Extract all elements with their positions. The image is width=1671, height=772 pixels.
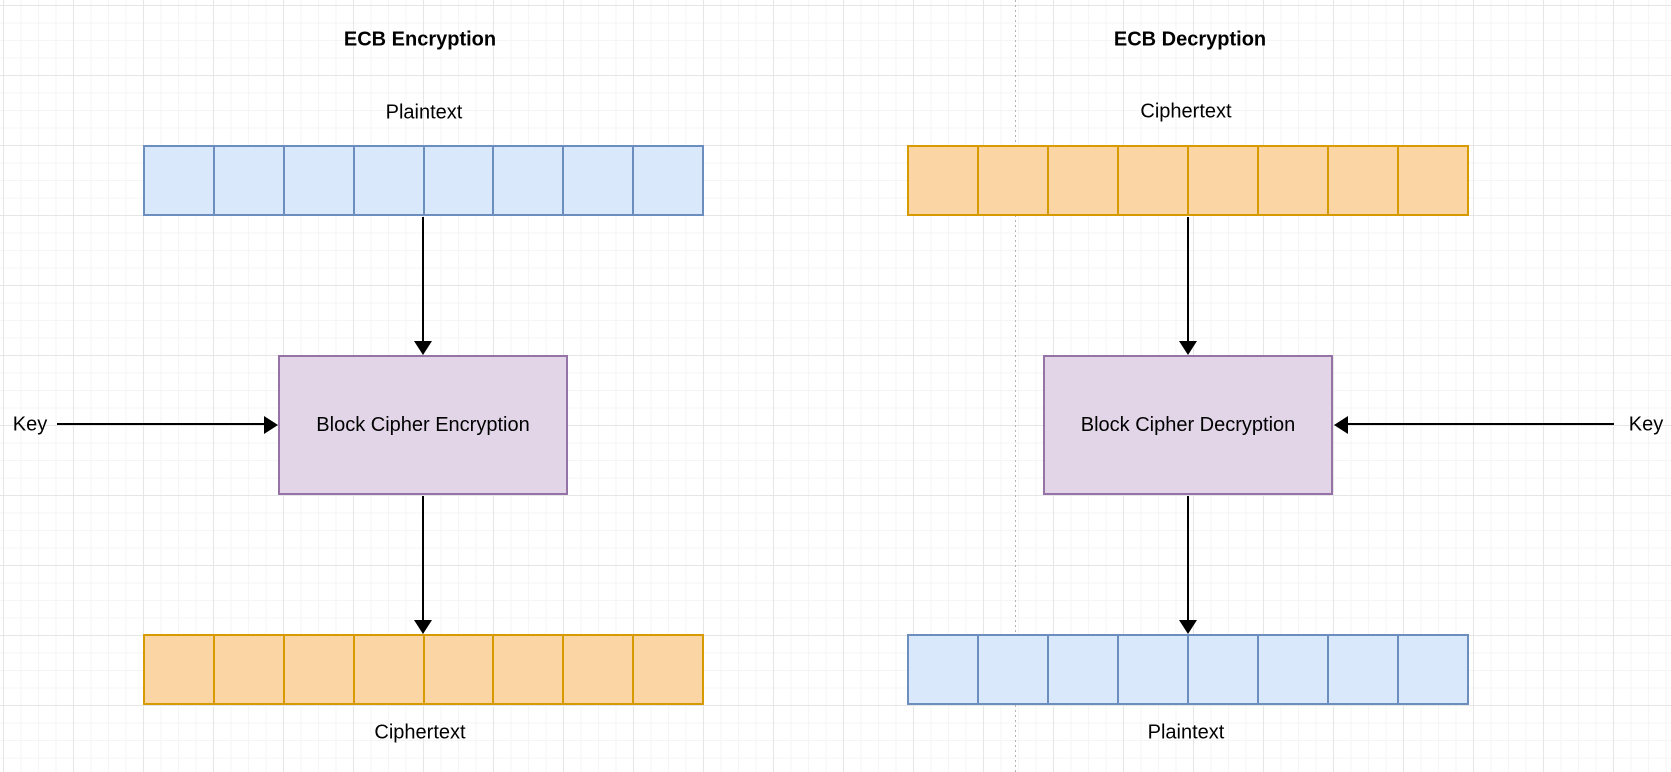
decryption-plaintext-blocks-bar[interactable] <box>907 634 1469 705</box>
block-cell <box>632 636 702 703</box>
block-cell <box>212 147 283 214</box>
encryption-title[interactable]: ECB Encryption <box>343 28 497 51</box>
block-cell <box>1187 636 1257 703</box>
encryption-plaintext-blocks-bar[interactable] <box>143 145 704 216</box>
decryption-ciphertext-label[interactable]: Ciphertext <box>1140 100 1232 123</box>
block-cell <box>977 636 1047 703</box>
block-cell <box>422 636 493 703</box>
block-cell <box>492 636 562 703</box>
block-cell <box>352 636 423 703</box>
block-cell <box>909 636 977 703</box>
block-cipher-decryption-box[interactable]: Block Cipher Decryption <box>1043 355 1333 495</box>
encryption-plaintext-label[interactable]: Plaintext <box>385 101 463 124</box>
block-cell <box>282 636 353 703</box>
plaintext-to-encryption-arrowhead-icon <box>414 341 432 355</box>
block-cell <box>492 147 562 214</box>
decryption-key-arrow[interactable] <box>1348 423 1614 425</box>
block-cell <box>1047 147 1117 214</box>
encryption-key-label[interactable]: Key <box>12 413 48 436</box>
block-cell <box>282 147 353 214</box>
block-cell <box>1117 147 1187 214</box>
block-cell <box>1117 636 1187 703</box>
decryption-key-arrowhead-icon <box>1334 416 1348 434</box>
decryption-key-label[interactable]: Key <box>1628 413 1664 436</box>
block-cell <box>1047 636 1117 703</box>
encryption-key-arrowhead-icon <box>264 416 278 434</box>
page-boundary-divider <box>1015 0 1016 772</box>
block-cell <box>1397 147 1467 214</box>
decryption-title[interactable]: ECB Decryption <box>1113 28 1267 51</box>
block-cell <box>212 636 283 703</box>
block-cell <box>352 147 423 214</box>
block-cipher-encryption-box[interactable]: Block Cipher Encryption <box>278 355 568 495</box>
ciphertext-to-decryption-arrow[interactable] <box>1187 217 1189 341</box>
encryption-ciphertext-label[interactable]: Ciphertext <box>374 721 466 744</box>
decryption-ciphertext-blocks-bar[interactable] <box>907 145 1469 216</box>
encryption-to-ciphertext-arrowhead-icon <box>414 620 432 634</box>
block-cell <box>1257 636 1327 703</box>
block-cell <box>1327 147 1397 214</box>
block-cell <box>1187 147 1257 214</box>
block-cipher-decryption-box-label: Block Cipher Decryption <box>1080 413 1296 436</box>
plaintext-to-encryption-arrow[interactable] <box>422 217 424 341</box>
block-cell <box>422 147 493 214</box>
block-cell <box>1327 636 1397 703</box>
encryption-to-ciphertext-arrow[interactable] <box>422 496 424 620</box>
block-cell <box>1257 147 1327 214</box>
decryption-to-plaintext-arrow[interactable] <box>1187 496 1189 620</box>
block-cell <box>632 147 702 214</box>
decryption-to-plaintext-arrowhead-icon <box>1179 620 1197 634</box>
block-cipher-encryption-box-label: Block Cipher Encryption <box>316 413 530 436</box>
ciphertext-to-decryption-arrowhead-icon <box>1179 341 1197 355</box>
encryption-ciphertext-blocks-bar[interactable] <box>143 634 704 705</box>
block-cell <box>562 636 632 703</box>
block-cell <box>562 147 632 214</box>
encryption-key-arrow[interactable] <box>57 423 265 425</box>
block-cell <box>145 636 213 703</box>
block-cell <box>909 147 977 214</box>
block-cell <box>977 147 1047 214</box>
decryption-plaintext-label[interactable]: Plaintext <box>1147 721 1225 744</box>
block-cell <box>1397 636 1467 703</box>
block-cell <box>145 147 213 214</box>
